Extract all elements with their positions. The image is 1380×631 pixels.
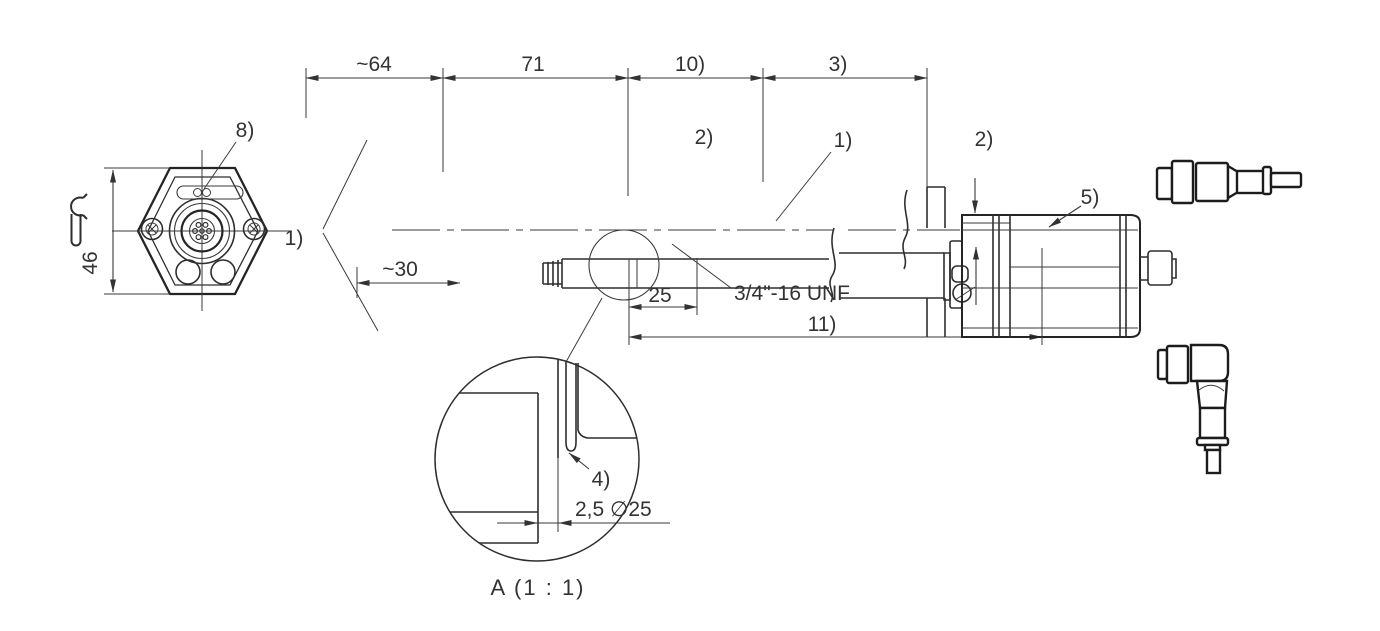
break-marks-left: 1) <box>285 139 379 332</box>
rod-end-cap <box>542 260 562 287</box>
mounting-screw-left <box>140 217 164 241</box>
callout-4: 4) <box>592 468 611 491</box>
straight-connector-plug <box>1155 159 1303 205</box>
angled-barrel <box>1198 406 1227 440</box>
flange-hole-left <box>175 259 201 285</box>
mounting-screw-right <box>242 217 266 241</box>
dim-label-3: 3) <box>829 53 848 76</box>
dim-46-extensions <box>104 167 170 295</box>
detail-a-marker-circle <box>588 229 660 301</box>
transducer-body: 5) <box>961 178 1177 345</box>
flange-plate-thin <box>943 252 951 301</box>
break-mark-lines <box>322 139 379 332</box>
vent-hole-2 <box>202 188 211 197</box>
callout-8-leader <box>203 141 237 190</box>
callout-1-mid: 1) <box>834 129 853 152</box>
dim-label-10: 10) <box>675 53 705 76</box>
dim-30: ~30 <box>356 258 461 298</box>
flange-hole-right <box>210 259 236 285</box>
rod-break-wave-2 <box>902 189 909 270</box>
m12-connector-shell <box>180 209 224 253</box>
body-outline <box>961 214 1141 338</box>
callout-5: 5) <box>1081 186 1100 209</box>
dim-25: 25 <box>628 258 698 315</box>
detail-circle <box>434 356 640 562</box>
plug-barrel <box>1235 169 1266 195</box>
rod-side-view <box>542 186 946 363</box>
plug-ring-1 <box>1155 166 1174 201</box>
m12-connector-ring2 <box>173 202 231 260</box>
callout-2-right: 2) <box>975 128 994 151</box>
rod-step-edge <box>628 259 638 345</box>
rod-mounting-flange <box>943 240 976 309</box>
clamp-tab <box>951 265 969 283</box>
vent-hole-1 <box>193 188 202 197</box>
angled-ring-1 <box>1156 348 1169 381</box>
flange-front-view: 46 8) <box>70 119 292 311</box>
dim-30-label: ~30 <box>382 258 418 281</box>
angled-cable-tip <box>1205 448 1222 475</box>
rod-section-notch <box>926 186 946 337</box>
callout-2-mid: 2) <box>695 126 714 149</box>
angled-ring-2 <box>1165 344 1190 385</box>
callout-5-leader <box>1048 205 1082 228</box>
floating-callouts: 2) 1) 2) <box>695 126 994 222</box>
detail-block-edges <box>450 392 539 544</box>
rod-thread-section <box>839 252 944 299</box>
top-dimension-chain: ~64 71 10) 3) <box>305 53 928 196</box>
callout-8: 8) <box>236 119 255 142</box>
thread-callout: 3/4"-16 UNF <box>671 243 850 305</box>
plug-ring-2 <box>1170 159 1195 205</box>
angled-connector-plug <box>1156 343 1230 475</box>
callout-1-left: 1) <box>285 227 304 250</box>
detail-a-leader <box>565 297 603 363</box>
dim-2-5-label: 2,5 ∅25 <box>575 498 652 521</box>
body-connector-stub <box>1140 250 1177 286</box>
dim-11-label: 11) <box>808 313 837 336</box>
dim-25-label: 25 <box>648 284 671 307</box>
dim-11: 11) <box>628 313 1043 340</box>
extension-lines <box>305 68 928 196</box>
body-horizontal-edges <box>962 222 1138 329</box>
detail-step-groove <box>557 359 637 458</box>
thread-label: 3/4"-16 UNF <box>734 282 850 305</box>
angled-boot-chevron <box>1198 384 1225 392</box>
callout-1-leader <box>775 151 832 222</box>
dim-label-71: 71 <box>521 53 544 76</box>
dim-label-64: ~64 <box>356 53 392 76</box>
plug-body <box>1194 161 1230 203</box>
rod-break-wave-1 <box>829 227 836 303</box>
thread-leader <box>671 243 732 289</box>
detail-view-a: 4) 2,5 ∅25 A (1 : 1) <box>434 356 670 600</box>
callout-4-leader <box>568 452 590 470</box>
m12-connector-pins <box>192 221 213 241</box>
clamp-screw-slot <box>954 286 976 301</box>
body-vertical-edges <box>992 215 1127 337</box>
detail-title: A (1 : 1) <box>490 575 585 600</box>
angled-head <box>1189 343 1230 383</box>
wrench-icon <box>70 193 88 247</box>
plug-tip <box>1269 171 1303 189</box>
m12-connector-insert <box>188 217 216 245</box>
vent-slot <box>176 185 244 200</box>
rod-body <box>561 258 829 289</box>
dim-46-label: 46 <box>79 251 102 274</box>
